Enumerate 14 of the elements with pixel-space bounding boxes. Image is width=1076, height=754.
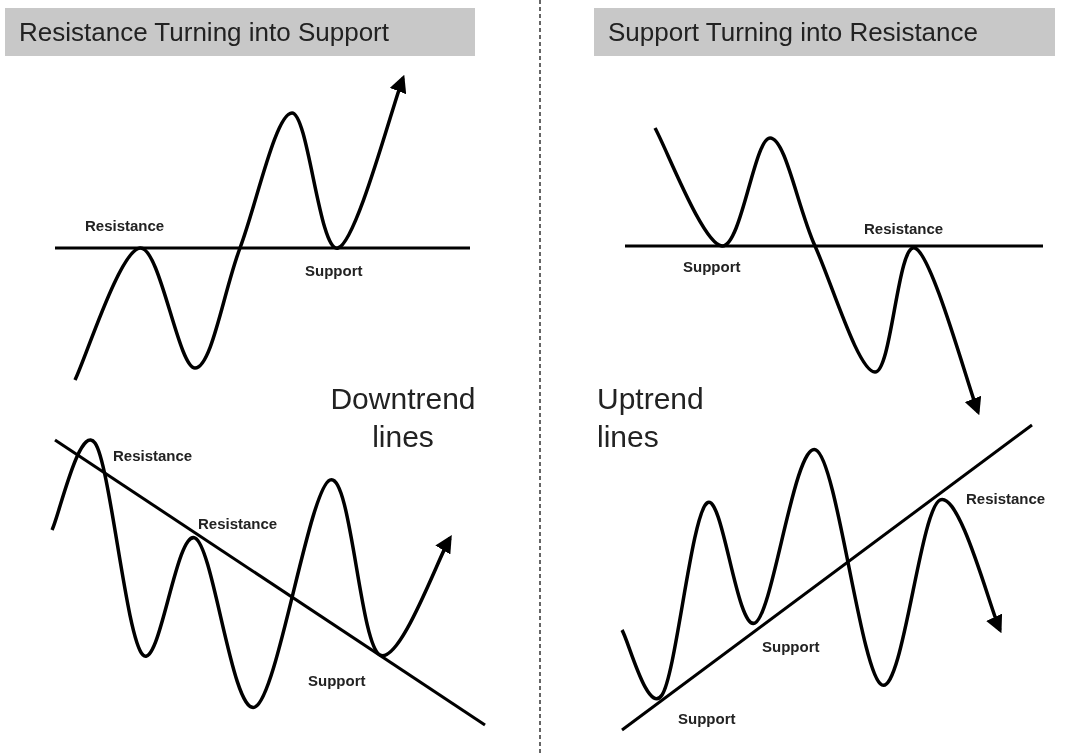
level-label: Support [305, 262, 363, 279]
title-banner: Support Turning into Resistance [594, 8, 1055, 56]
level-label: Support [678, 710, 736, 727]
level-label: Resistance [198, 515, 278, 532]
trend-caption: Uptrend lines [597, 381, 705, 455]
level-label: Resistance [85, 217, 165, 234]
level-label: Support [762, 638, 820, 655]
title-banner: Resistance Turning into Support [5, 8, 475, 56]
level-label: Resistance [864, 220, 944, 237]
level-label: Resistance [113, 447, 193, 464]
trend-caption: Downtrend lines [329, 381, 477, 455]
level-label: Resistance [966, 490, 1046, 507]
level-label: Support [683, 258, 741, 275]
level-label: Support [308, 672, 366, 689]
